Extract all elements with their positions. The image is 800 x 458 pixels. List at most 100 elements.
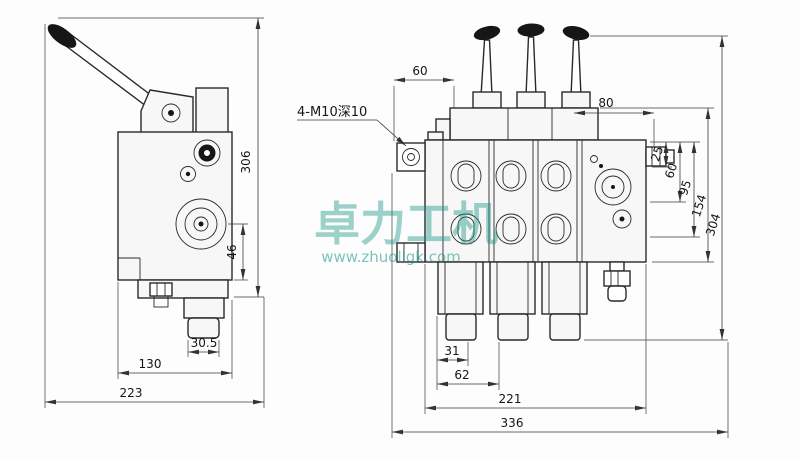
watermark: 卓力工机 www.zhuoligk.com xyxy=(314,197,498,266)
drain-cap xyxy=(607,285,627,302)
lever-3 xyxy=(562,26,590,97)
ports-row-1 xyxy=(450,160,572,192)
small-bolt xyxy=(180,166,196,182)
lever-knob xyxy=(517,23,545,37)
dim-60-top-label: 60 xyxy=(412,64,427,78)
gauge-port xyxy=(612,209,632,229)
port-ring xyxy=(450,213,482,245)
lever-1 xyxy=(473,25,501,97)
dim-60-right-label: 60 xyxy=(662,161,680,180)
upper-port-hole xyxy=(203,149,211,157)
dim-336: 336 xyxy=(391,173,729,438)
relief-center xyxy=(611,185,615,189)
watermark-url: www.zhuoligk.com xyxy=(321,248,461,266)
dim-306: 306 xyxy=(58,17,264,298)
dim-25-label: 25 xyxy=(648,144,666,163)
lower-cap xyxy=(187,317,220,339)
dim-46-label: 46 xyxy=(225,244,239,259)
port-slot xyxy=(457,216,475,242)
cap-ledge xyxy=(427,131,444,141)
dim-60-top: 60 xyxy=(393,64,455,141)
fitting-tip xyxy=(665,149,675,164)
dim-221: 221 xyxy=(424,264,647,414)
port-slot xyxy=(502,163,520,189)
port-slot xyxy=(547,163,565,189)
foot xyxy=(541,261,588,315)
lever-boot xyxy=(472,91,502,109)
lever-knob xyxy=(562,26,590,40)
main-port-outer xyxy=(175,198,227,250)
pivot-bolt xyxy=(161,103,181,123)
lever-stem xyxy=(480,39,493,97)
fitting-hole xyxy=(407,153,415,161)
foot-pad xyxy=(549,313,581,341)
top-caps xyxy=(427,91,599,141)
dim-30-5-label: 30.5 xyxy=(191,336,218,350)
main-port-inner xyxy=(193,216,209,232)
pivot-bolt-center xyxy=(168,110,174,116)
dim-223: 223 xyxy=(44,24,265,408)
dim-31: 31 xyxy=(436,316,469,390)
small-bolt-center xyxy=(185,171,191,177)
top-cap-side xyxy=(195,87,229,135)
ports-row-2 xyxy=(450,213,572,245)
main-port-center xyxy=(198,221,204,227)
dim-95-label: 95 xyxy=(676,178,694,197)
foot-pad xyxy=(445,313,477,341)
relief-inner xyxy=(601,175,625,199)
right-view: 4-M10深10 60 80 xyxy=(297,23,729,438)
drain-fitting xyxy=(603,261,631,302)
dim-336-label: 336 xyxy=(501,416,524,430)
dim-221-label: 221 xyxy=(499,392,522,406)
upper-port-ring xyxy=(193,139,221,167)
bottom-fitting-nut xyxy=(149,282,173,297)
dim-62-label: 62 xyxy=(454,368,469,382)
left-port-fitting xyxy=(396,142,426,263)
port-ring xyxy=(540,160,572,192)
mounting-feet xyxy=(437,261,588,341)
main-port-mid xyxy=(184,207,218,241)
dim-30-5: 30.5 xyxy=(187,336,220,357)
dim-306-label: 306 xyxy=(239,151,253,174)
dim-80: 80 xyxy=(574,96,655,146)
left-view: 306 46 30.5 130 223 xyxy=(44,17,265,408)
thread-note: 4-M10深10 xyxy=(297,105,407,147)
dim-31-label: 31 xyxy=(444,344,459,358)
fitting-ring xyxy=(402,148,420,166)
lever-bracket xyxy=(140,89,194,135)
dim-223-label: 223 xyxy=(120,386,143,400)
relief-outer xyxy=(594,168,632,206)
port-slot xyxy=(457,163,475,189)
dim-154-label: 154 xyxy=(689,193,709,219)
fitting-body xyxy=(396,142,426,172)
lever-boot xyxy=(561,91,591,109)
dim-130-label: 130 xyxy=(139,357,162,371)
port-ring xyxy=(495,160,527,192)
bolt-hole xyxy=(590,155,598,163)
dim-130: 130 xyxy=(117,282,233,379)
lower-block xyxy=(183,297,225,319)
dim-80-label: 80 xyxy=(598,96,613,110)
lever-stem xyxy=(525,36,537,97)
relief-valve xyxy=(590,155,632,229)
valve-body-front xyxy=(424,139,647,263)
foot xyxy=(437,261,484,315)
lever-stem xyxy=(570,39,582,97)
bolt-dot xyxy=(599,164,603,168)
leader-line xyxy=(376,119,407,147)
thread-note-label: 4-M10深10 xyxy=(297,105,367,120)
lever-knob xyxy=(47,24,77,48)
port-ring xyxy=(495,213,527,245)
foot-pad xyxy=(497,313,529,341)
bottom-assembly xyxy=(137,279,229,339)
cap-block xyxy=(449,107,599,141)
port-slot xyxy=(547,216,565,242)
drain-nut xyxy=(603,270,631,287)
watermark-brand: 卓力工机 xyxy=(314,197,498,251)
right-dims: 25 60 95 154 304 xyxy=(584,35,728,341)
port-ring xyxy=(450,160,482,192)
side-ports xyxy=(175,139,227,250)
gauge-port-center xyxy=(619,216,625,222)
lever-knob xyxy=(473,25,501,41)
